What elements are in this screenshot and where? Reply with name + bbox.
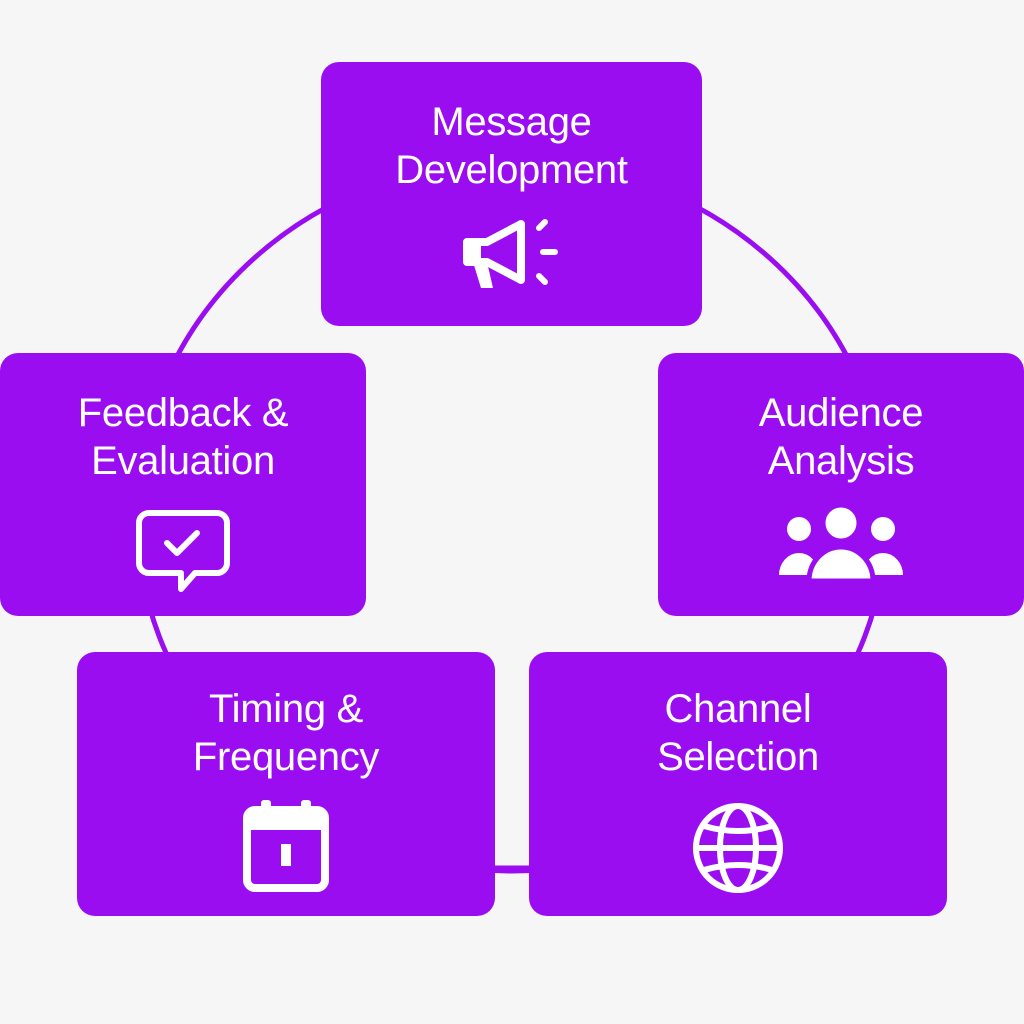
stage-label-timing-frequency: Timing & Frequency: [192, 687, 380, 779]
chat-check-icon: [135, 509, 231, 595]
stage-label-message-development: Message Development: [395, 100, 628, 192]
stage-timing-frequency: Timing & Frequency: [77, 652, 495, 916]
globe-icon: [688, 798, 788, 898]
stage-label-audience-analysis: Audience Analysis: [758, 391, 924, 483]
stage-message-development: Message Development: [321, 62, 702, 326]
stage-audience-analysis: Audience Analysis: [658, 353, 1024, 616]
megaphone-icon: [457, 218, 567, 298]
people-group-icon: [779, 501, 903, 583]
stage-label-feedback-evaluation: Feedback & Evaluation: [77, 391, 289, 483]
calendar-icon: [241, 798, 331, 894]
stage-feedback-evaluation: Feedback & Evaluation: [0, 353, 366, 616]
stage-channel-selection: Channel Selection: [529, 652, 947, 916]
stage-label-channel-selection: Channel Selection: [657, 687, 819, 779]
